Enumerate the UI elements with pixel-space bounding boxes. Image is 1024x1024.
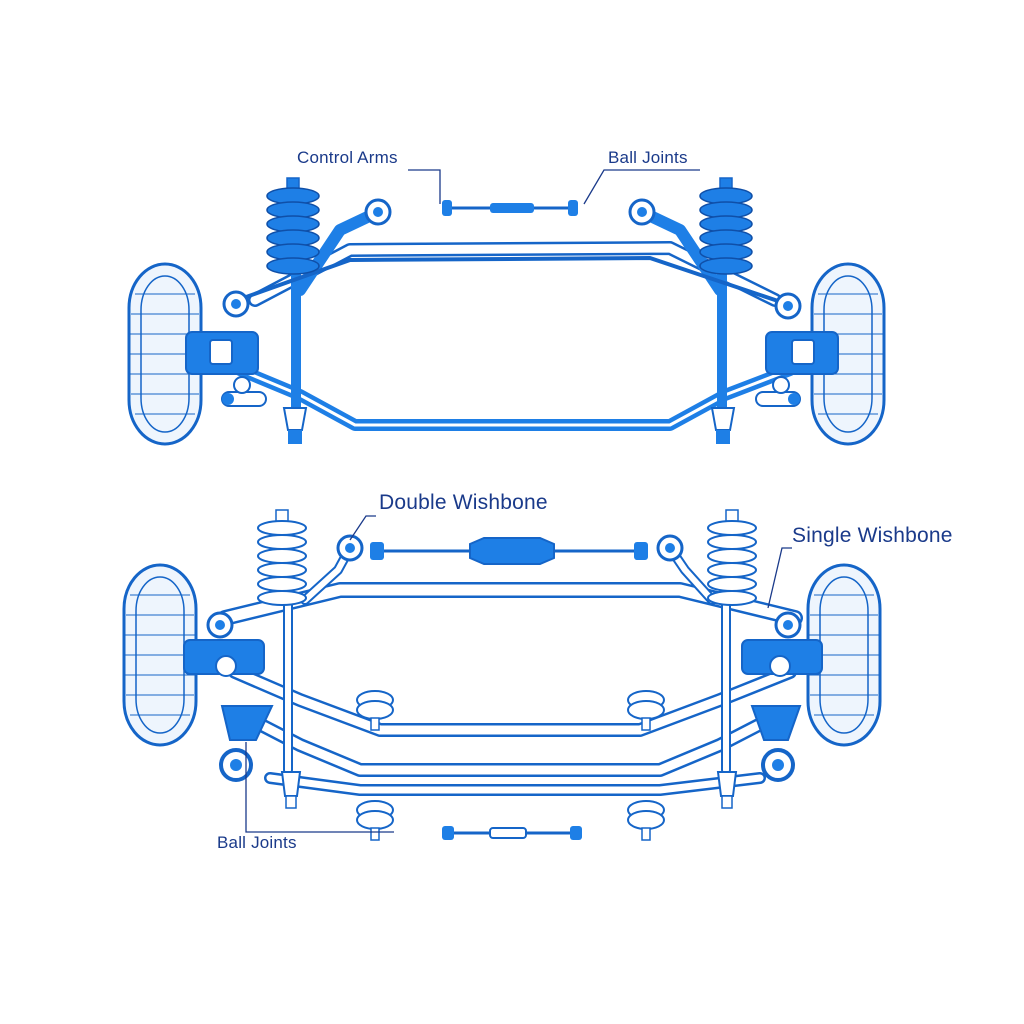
top-right-lower-joint bbox=[774, 292, 802, 320]
top-left-lower-joint bbox=[222, 290, 250, 318]
top-leader-lines bbox=[408, 169, 700, 205]
double-wishbone-label: Double Wishbone bbox=[379, 491, 548, 514]
top-right-spring bbox=[699, 177, 753, 275]
top-left-knuckle bbox=[185, 331, 267, 407]
bottom-right-lower-joint bbox=[774, 611, 802, 639]
top-assembly bbox=[127, 169, 886, 446]
ball-joints-bottom-label: Ball Joints bbox=[217, 833, 297, 852]
bottom-left-inner-bushing-lower bbox=[356, 800, 394, 841]
top-left-upper-joint bbox=[364, 198, 392, 226]
bottom-tie-rod-lower bbox=[442, 826, 582, 840]
bottom-leader-lines bbox=[245, 515, 792, 833]
single-wishbone-label: Single Wishbone bbox=[792, 524, 953, 547]
control-arms-label: Control Arms bbox=[297, 148, 398, 167]
top-tie-rod bbox=[442, 200, 578, 216]
ball-joints-top-label: Ball Joints bbox=[608, 148, 688, 167]
top-right-upper-joint bbox=[628, 198, 656, 226]
bottom-left-mount bbox=[280, 771, 302, 809]
bottom-right-inner-bushing-lower bbox=[627, 800, 665, 841]
bottom-tie-rod-upper bbox=[370, 537, 648, 565]
bottom-right-mount bbox=[716, 771, 738, 809]
bottom-left-knuckle bbox=[183, 639, 274, 782]
bottom-right-upper-joint bbox=[656, 534, 684, 562]
bottom-right-knuckle bbox=[741, 639, 823, 782]
top-right-mount bbox=[710, 407, 736, 444]
top-left-spring bbox=[266, 177, 320, 275]
bottom-left-spring bbox=[257, 509, 307, 606]
bottom-assembly bbox=[122, 509, 882, 841]
top-right-knuckle bbox=[755, 331, 839, 407]
top-left-mount bbox=[282, 407, 308, 444]
bottom-left-lower-joint bbox=[206, 611, 234, 639]
